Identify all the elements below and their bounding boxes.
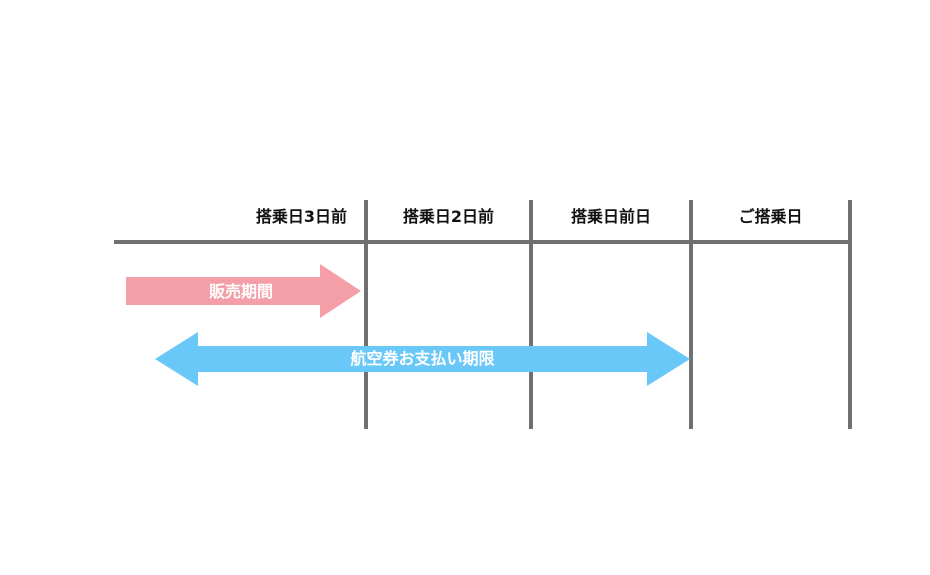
column-header-day-before: 搭乗日前日 — [570, 207, 651, 226]
payment-deadline-arrow — [155, 332, 690, 386]
column-header-2-days-before: 搭乗日2日前 — [402, 207, 495, 226]
payment-deadline-label: 航空券お支払い期限 — [350, 349, 495, 368]
column-header-boarding-day: ご搭乗日 — [738, 207, 803, 226]
column-header-3-days-before: 搭乗日3日前 — [255, 207, 347, 226]
sales-period-label: 販売期間 — [208, 282, 273, 301]
sales-period-arrow — [126, 264, 361, 318]
